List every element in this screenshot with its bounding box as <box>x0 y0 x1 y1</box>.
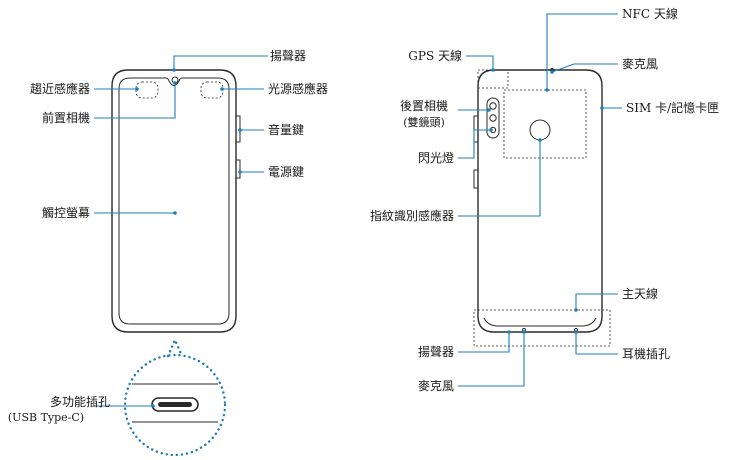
label-multipurpose-jack: 多功能插孔 <box>50 395 110 409</box>
label-front-speaker: 揚聲器 <box>270 48 306 63</box>
label-sim-tray: SIM 卡/記憶卡匣 <box>626 100 719 115</box>
earphone-leader <box>575 332 618 355</box>
label-main-antenna: 主天線 <box>622 286 658 301</box>
front-screen-outline <box>118 77 230 325</box>
label-rear-camera: 後置相機 <box>400 98 448 113</box>
bottom-speaker-leader <box>458 332 510 353</box>
label-earphone-jack: 耳機插孔 <box>622 346 670 361</box>
usb-zoom-circle <box>123 353 227 457</box>
label-touchscreen: 觸控螢幕 <box>42 205 90 220</box>
flash-leader <box>458 129 491 159</box>
front-view: 揚聲器 趨近感應器 光源感應器 前置相機 音量鍵 電源鍵 觸控螢幕 多功能插孔 … <box>8 48 328 457</box>
speaker-leader <box>173 55 268 70</box>
bottom-components-area <box>473 309 611 347</box>
light-sensor-area <box>200 81 224 99</box>
front-phone-outline <box>111 69 237 333</box>
gps-leader <box>466 55 494 70</box>
label-bottom-speaker: 揚聲器 <box>418 344 454 359</box>
label-power-key: 電源鍵 <box>268 164 304 179</box>
top-mic-leader <box>551 63 618 73</box>
label-nfc-antenna: NFC 天線 <box>622 6 678 21</box>
label-top-microphone: 麥克風 <box>622 57 658 71</box>
front-camera-leader <box>94 83 176 119</box>
label-multipurpose-jack-type: (USB Type-C) <box>8 411 84 424</box>
back-volume-key-shape <box>473 115 479 143</box>
back-power-key-shape <box>473 169 479 189</box>
main-antenna-leader <box>575 293 618 310</box>
label-front-camera: 前置相機 <box>42 110 90 125</box>
zoom-pointer <box>166 337 184 358</box>
rear-camera-module <box>486 97 500 139</box>
label-rear-camera-dual: (雙鏡頭) <box>403 115 445 129</box>
nfc-leader <box>546 13 618 90</box>
label-bottom-microphone: 麥克風 <box>418 379 454 393</box>
label-volume-key: 音量鍵 <box>268 122 304 137</box>
fingerprint-leader <box>458 140 541 217</box>
label-light-sensor: 光源感應器 <box>268 81 328 96</box>
nfc-antenna-area <box>503 89 587 159</box>
label-gps-antenna: GPS 天線 <box>408 48 462 63</box>
power-key-shape <box>235 159 241 179</box>
bottom-mic-leader <box>458 332 525 387</box>
proximity-sensor-area <box>135 81 159 99</box>
label-flash: 閃光燈 <box>418 150 454 165</box>
label-proximity-sensor: 趨近感應器 <box>30 81 90 96</box>
label-fingerprint-sensor: 指紋識別感應器 <box>370 208 454 223</box>
back-view: GPS 天線 NFC 天線 麥克風 SIM 卡/記憶卡匣 後置相機 (雙鏡頭) … <box>370 6 719 393</box>
back-phone-outline <box>477 69 603 333</box>
fingerprint-sensor-shape <box>529 119 551 141</box>
